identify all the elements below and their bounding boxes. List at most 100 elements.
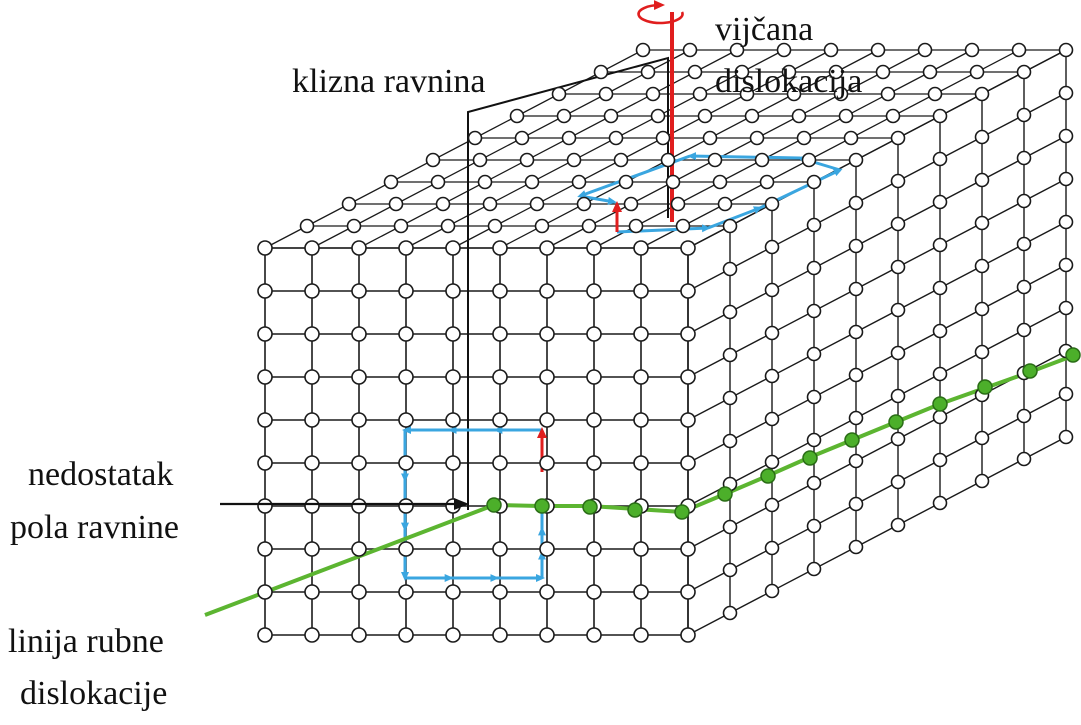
lattice-line <box>311 49 691 249</box>
lattice-atom <box>1058 300 1074 316</box>
lattice-atom <box>586 455 602 471</box>
lattice-atom <box>764 583 780 599</box>
lattice-atom <box>660 152 676 168</box>
edge-dislocation-line <box>204 353 1076 617</box>
lattice-atom <box>764 239 780 255</box>
lattice-atom <box>613 152 629 168</box>
lattice-atom <box>702 130 718 146</box>
lattice-atom <box>932 366 948 382</box>
lattice-atom <box>257 541 273 557</box>
lattice-atom <box>351 584 367 600</box>
lattice-atom <box>398 584 414 600</box>
lattice-line <box>499 49 879 249</box>
lattice-atom <box>645 86 661 102</box>
lattice-atom <box>848 195 864 211</box>
lattice-atom <box>932 280 948 296</box>
lattice-atom <box>445 283 461 299</box>
lattice-atom <box>487 218 503 234</box>
lattice-atom <box>492 584 508 600</box>
dislocation-atom <box>932 396 948 412</box>
lattice-atom <box>608 130 624 146</box>
lattice-atom <box>1058 257 1074 273</box>
lattice-atom <box>680 283 696 299</box>
lattice-line <box>593 49 973 249</box>
lattice-atom <box>806 303 822 319</box>
lattice-atom <box>351 455 367 471</box>
lattice-atom <box>351 498 367 514</box>
lattice-atom <box>885 108 901 124</box>
lattice-atom <box>665 174 681 190</box>
lattice-atom <box>801 152 817 168</box>
lattice-atom <box>586 240 602 256</box>
lattice-atom <box>932 323 948 339</box>
lattice-atom <box>764 454 780 470</box>
lattice-atom <box>635 42 651 58</box>
lattice-atom <box>519 152 535 168</box>
lattice-atom <box>1016 236 1032 252</box>
lattice-atom <box>257 455 273 471</box>
lattice-atom <box>890 259 906 275</box>
dislocation-atom <box>486 497 502 513</box>
lattice-atom <box>492 541 508 557</box>
lattice-atom <box>806 389 822 405</box>
lattice-atom <box>922 64 938 80</box>
dislocation-atom <box>1022 363 1038 379</box>
lattice-atom <box>843 130 859 146</box>
missing-half-plane-label-line2: pola ravnine <box>10 509 179 546</box>
lattice-atom <box>680 584 696 600</box>
lattice-atom <box>539 240 555 256</box>
lattice-atom <box>722 390 738 406</box>
lattice-atom <box>890 431 906 447</box>
lattice-atom <box>529 196 545 212</box>
lattice-atom <box>1016 451 1032 467</box>
lattice-atom <box>257 326 273 342</box>
lattice-atom <box>675 218 691 234</box>
rotation-arrow-icon <box>637 0 684 25</box>
lattice-atom <box>304 498 320 514</box>
lattice-atom <box>764 540 780 556</box>
lattice-atom <box>722 433 738 449</box>
lattice-atom <box>566 152 582 168</box>
lattice-atom <box>524 174 540 190</box>
lattice-atom <box>398 369 414 385</box>
lattice-atom <box>917 42 933 58</box>
lattice-atom <box>492 455 508 471</box>
lattice-line <box>264 49 644 249</box>
dislocation-atom <box>760 468 776 484</box>
lattice-atom <box>351 240 367 256</box>
lattice-atom <box>786 86 802 102</box>
lattice-atom <box>848 152 864 168</box>
lattice-atom <box>781 64 797 80</box>
lattice-atom <box>633 584 649 600</box>
lattice-atom <box>927 86 943 102</box>
lattice-atom <box>1016 193 1032 209</box>
lattice-atom <box>734 64 750 80</box>
lattice-atom <box>586 369 602 385</box>
lattice-atom <box>848 410 864 426</box>
lattice-atom <box>848 496 864 512</box>
lattice-atom <box>712 174 728 190</box>
lattice-line <box>687 135 1067 335</box>
lattice-atom <box>722 304 738 320</box>
lattice-atom <box>393 218 409 234</box>
burgers-circuit-segment <box>687 152 801 161</box>
lattice-atom <box>722 261 738 277</box>
lattice-atom <box>806 346 822 362</box>
lattice-atom <box>739 86 755 102</box>
lattice-atom <box>445 326 461 342</box>
lattice-atom <box>1058 214 1074 230</box>
lattice-atom <box>304 541 320 557</box>
lattice-atom <box>492 283 508 299</box>
lattice-atom <box>539 455 555 471</box>
lattice-line <box>687 350 1067 550</box>
dislocation-atom <box>802 450 818 466</box>
lattice-atom <box>425 152 441 168</box>
lattice-atom <box>796 130 812 146</box>
lattice-atom <box>682 42 698 58</box>
lattice-atom <box>722 218 738 234</box>
lattice-atom <box>890 388 906 404</box>
lattice-atom <box>586 584 602 600</box>
lattice-atom <box>974 215 990 231</box>
